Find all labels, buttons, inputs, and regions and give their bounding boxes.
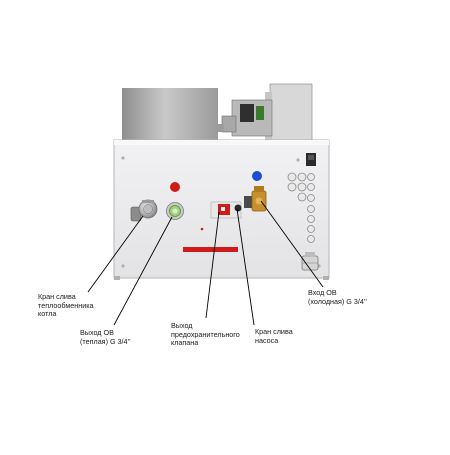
label-heating-outlet-warm: Выход ОВ (теплая) G 3/4’’ bbox=[80, 328, 131, 346]
label-safety-valve-outlet: Выход предохранительного клапана bbox=[171, 321, 240, 348]
red-dot bbox=[200, 227, 204, 231]
blue-indicator bbox=[252, 171, 262, 181]
label-pump-drain-valve: Кран слива насоса bbox=[255, 327, 293, 345]
label-heating-inlet-cold: Вход ОВ (холодная) G 3/4’’ bbox=[308, 288, 367, 306]
cable-glands bbox=[287, 172, 315, 243]
label-boiler-drain-valve: Кран слива теплообменника котла bbox=[38, 292, 94, 319]
leader-line-pump-drain bbox=[236, 208, 255, 326]
power-switch bbox=[306, 153, 316, 166]
pump-drain-brass-fitting bbox=[244, 186, 267, 212]
front-panel bbox=[113, 139, 330, 280]
expansion-tank bbox=[122, 88, 218, 144]
leader-line-boiler-drain bbox=[87, 215, 144, 293]
red-slot bbox=[183, 247, 238, 252]
heating-inlet-cold-fitting bbox=[301, 252, 319, 271]
leader-line-warm-outlet bbox=[113, 216, 173, 326]
relay-block bbox=[214, 99, 273, 137]
leader-line-safety-valve bbox=[205, 211, 220, 319]
heating-outlet-warm-fitting bbox=[166, 202, 184, 220]
red-indicator bbox=[170, 182, 180, 192]
leader-line-cold-inlet bbox=[260, 200, 324, 288]
boiler-drain-valve bbox=[130, 199, 158, 222]
